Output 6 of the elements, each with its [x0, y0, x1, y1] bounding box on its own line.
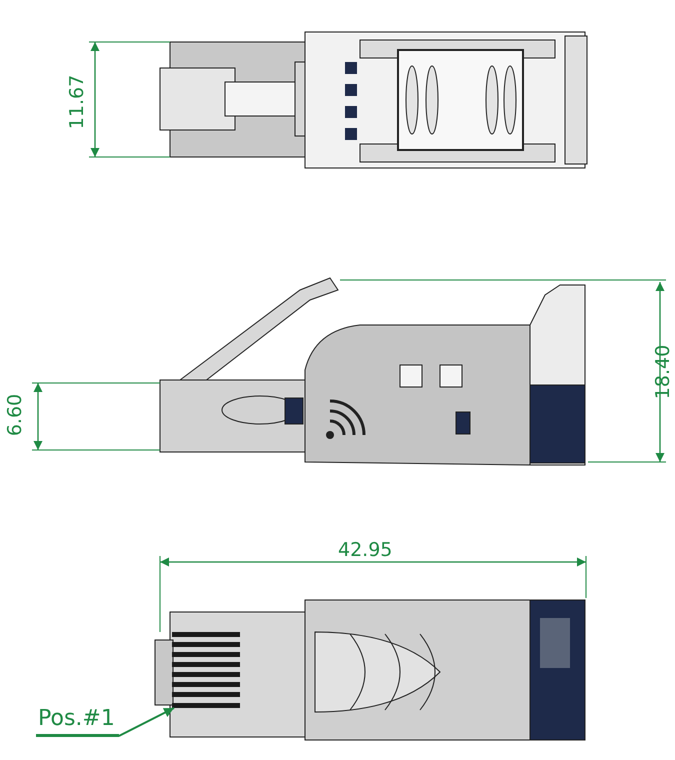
- contact-pin: [172, 703, 240, 708]
- leader-line: [118, 707, 174, 737]
- dimension-value: 11.67: [67, 74, 88, 130]
- callout-label: Pos.#1: [36, 706, 119, 737]
- dimension-value: 42.95: [338, 540, 392, 560]
- dimension-value: 6.60: [5, 394, 26, 436]
